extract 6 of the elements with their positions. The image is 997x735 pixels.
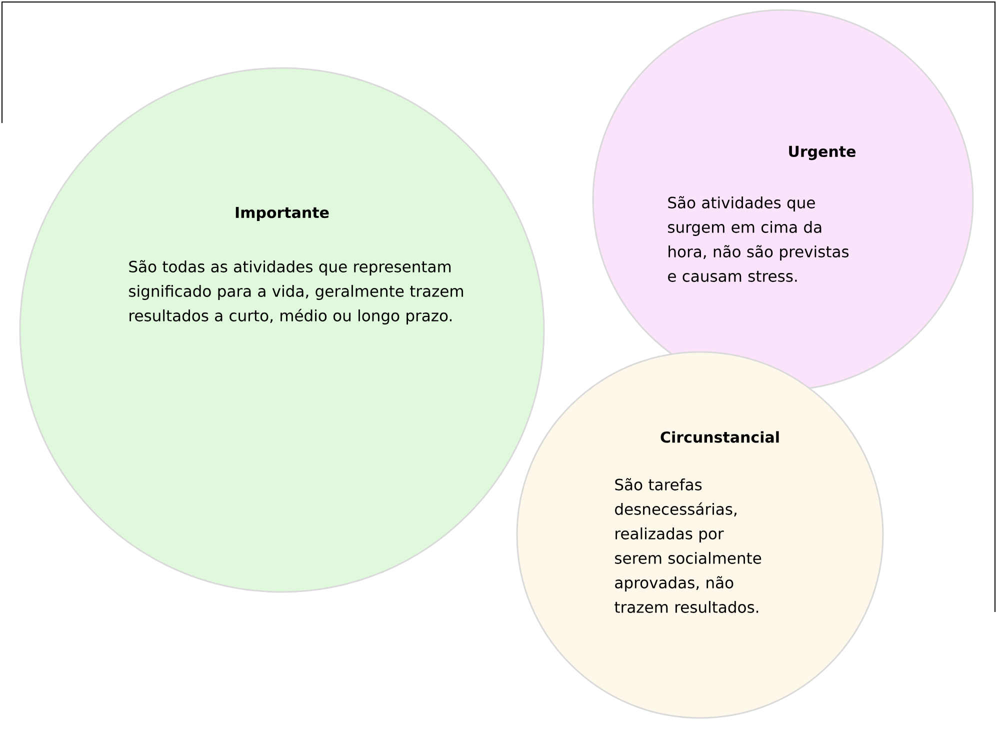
description-text: São atividades que surgem em cima da hora, não são previstas e causam stress. [668, 196, 849, 282]
circle-title: Circunstancial [660, 431, 779, 443]
description-text: São todas as atividades que representam significado para a vida, geralmente trazem resultados a curto, médio ou longo prazo. [129, 260, 463, 324]
circle-title: Importante [236, 206, 329, 222]
description-text: São tarefas desnecessárias, realizadas por serem socialmente aprovadas, não trazem resultados. [614, 478, 762, 613]
circle-title: Urgente [789, 146, 856, 160]
